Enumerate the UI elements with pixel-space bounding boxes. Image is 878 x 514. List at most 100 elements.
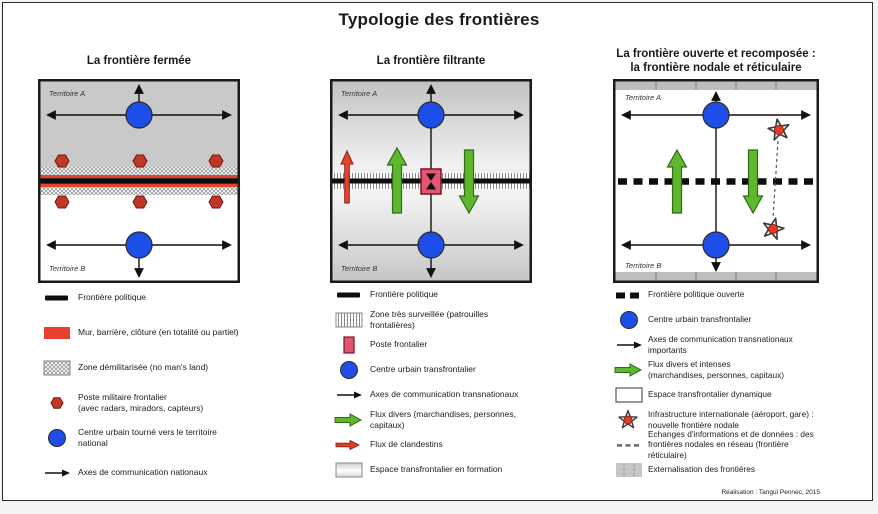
panel-closed-border: La frontière fermée: [36, 44, 242, 490]
legend-closed-border: Frontière politique Mur, barrière, clôtu…: [36, 280, 242, 490]
legend-label: Poste militaire frontalier (avec radars,…: [78, 392, 204, 413]
flux-intenses-arrow-icon: [610, 361, 648, 379]
filtering-border-diagram: Territoire A Territoire B: [330, 79, 532, 283]
legend-row: Poste frontalier: [328, 332, 534, 357]
open-political-border-icon: [610, 286, 648, 304]
urban-center: [702, 101, 730, 129]
legend-label: Frontière politique ouverte: [648, 289, 745, 300]
espace-dynamique-icon: [610, 386, 648, 404]
legend-label: Flux divers et intenses (marchandises, p…: [648, 359, 785, 380]
legend-label: Externalisation des frontières: [648, 464, 755, 475]
military-post: [54, 154, 70, 168]
urban-center-icon: [328, 360, 370, 380]
territory-b-label: Territoire B: [49, 264, 85, 273]
flux-divers-arrow-icon: [328, 411, 370, 429]
legend-label: Zone très surveillée (patrouilles fronta…: [370, 309, 489, 330]
panel-heading: La frontière filtrante: [376, 54, 486, 67]
territory-b-label: Territoire B: [341, 264, 377, 273]
legend-label: Centre urbain tourné vers le territoire …: [78, 427, 217, 448]
transnational-axis-arrow-icon: [328, 386, 370, 404]
credit-text: Réalisation : Tangui Pennec, 2015: [721, 489, 820, 496]
flux-divers-arrow-up: [386, 146, 408, 214]
territory-b-label: Territoire B: [625, 261, 661, 270]
externalisation-strip: [615, 81, 817, 90]
legend-label: Infrastructure internationale (aéroport,…: [648, 409, 814, 430]
military-post: [132, 154, 148, 168]
legend-row: Frontière politique: [328, 282, 534, 307]
page-title: Typologie des frontières: [338, 10, 540, 29]
legend-row: Flux divers et intenses (marchandises, p…: [610, 357, 822, 382]
border-post: [420, 168, 442, 195]
legend-label: Zone démilitarisée (no man's land): [78, 362, 209, 373]
panel-open-border: La frontière ouverte et recomposée : la …: [610, 44, 822, 482]
legend-row: Flux divers (marchandises, personnes, ca…: [328, 407, 534, 432]
closed-border-diagram: Territoire A Territoire B: [38, 79, 240, 283]
legend-label: Frontière politique: [370, 289, 439, 300]
panel-heading: La frontière fermée: [86, 54, 192, 67]
territory-a-label: Territoire A: [49, 89, 85, 98]
surveilled-zone-icon: [328, 311, 370, 329]
border-post-arrow: [426, 173, 436, 181]
open-border-diagram: Territoire A Territoire B: [613, 79, 819, 283]
flux-intenses-arrow-down: [742, 149, 764, 215]
flux-divers-arrow-down: [458, 149, 480, 215]
legend-row: Axes de communication nationaux: [36, 455, 242, 490]
military-post: [132, 195, 148, 209]
national-axis-arrow-icon: [36, 464, 78, 482]
legend-label: Flux de clandestins: [370, 439, 443, 450]
legend-row: Centre urbain transfrontalier: [610, 307, 822, 332]
infrastructure-node-icon: [610, 408, 648, 432]
panel-filtering-border: La frontière filtrante: [328, 44, 534, 482]
espace-formation-icon: [328, 461, 370, 479]
urban-center: [702, 231, 730, 259]
legend-label: Mur, barrière, clôture (en totalité ou p…: [78, 327, 239, 338]
military-post: [54, 195, 70, 209]
legend-label: Axes de communication transnationaux: [370, 389, 519, 400]
legend-row: Espace transfrontalier dynamique: [610, 382, 822, 407]
legend-row: Echanges d'informations et de données : …: [610, 429, 822, 460]
legend-row: Frontière politique ouverte: [610, 282, 822, 307]
military-post: [208, 154, 224, 168]
legend-label: Poste frontalier: [370, 339, 428, 350]
flux-intenses-arrow-up: [666, 148, 688, 214]
territory-a-label: Territoire A: [341, 89, 377, 98]
externalisation-icon: [610, 461, 648, 479]
legend-label: Centre urbain transfrontalier: [648, 314, 752, 325]
wall-strip: [40, 183, 238, 187]
legend-label: Espace transfrontalier en formation: [370, 464, 503, 475]
territory-a-label: Territoire A: [625, 93, 661, 102]
echanges-dashed-link: [772, 140, 779, 219]
transnational-axis-arrow-icon: [610, 336, 648, 354]
legend-row: Poste militaire frontalier (avec radars,…: [36, 385, 242, 420]
political-border-icon: [328, 286, 370, 304]
legend-label: Espace transfrontalier dynamique: [648, 389, 772, 400]
legend-label: Flux divers (marchandises, personnes, ca…: [370, 409, 516, 430]
legend-row: Externalisation des frontières: [610, 457, 822, 482]
legend-row: Infrastructure internationale (aéroport,…: [610, 407, 822, 432]
urban-center-icon: [610, 310, 648, 330]
political-border-icon: [36, 289, 78, 307]
legend-row: Zone démilitarisée (no man's land): [36, 350, 242, 385]
externalisation-strip: [615, 272, 817, 281]
legend-label: Axes de communication transnationaux imp…: [648, 334, 793, 355]
legend-filtering-border: Frontière politique Zone très surveillée…: [328, 282, 534, 482]
border-post-arrow: [426, 182, 436, 190]
legend-row: Flux de clandestins: [328, 432, 534, 457]
legend-row: Centre urbain tourné vers le territoire …: [36, 420, 242, 455]
legend-row: Axes de communication transnationaux imp…: [610, 332, 822, 357]
demilitarized-zone-icon: [36, 359, 78, 377]
urban-center-icon: [36, 428, 78, 448]
panel-heading: La frontière ouverte et recomposée : la …: [616, 47, 816, 74]
legend-open-border: Frontière politique ouverte Centre urbai…: [610, 282, 822, 482]
legend-row: Axes de communication transnationaux: [328, 382, 534, 407]
wall-icon: [36, 324, 78, 342]
legend-label: Echanges d'informations et de données : …: [648, 429, 814, 460]
urban-center: [417, 231, 445, 259]
military-post-icon: [36, 394, 78, 412]
political-border-line: [40, 178, 238, 184]
legend-label: Frontière politique: [78, 292, 147, 303]
legend-label: Axes de communication nationaux: [78, 467, 208, 478]
military-post: [208, 195, 224, 209]
legend-label: Centre urbain transfrontalier: [370, 364, 476, 375]
urban-center: [417, 101, 445, 129]
